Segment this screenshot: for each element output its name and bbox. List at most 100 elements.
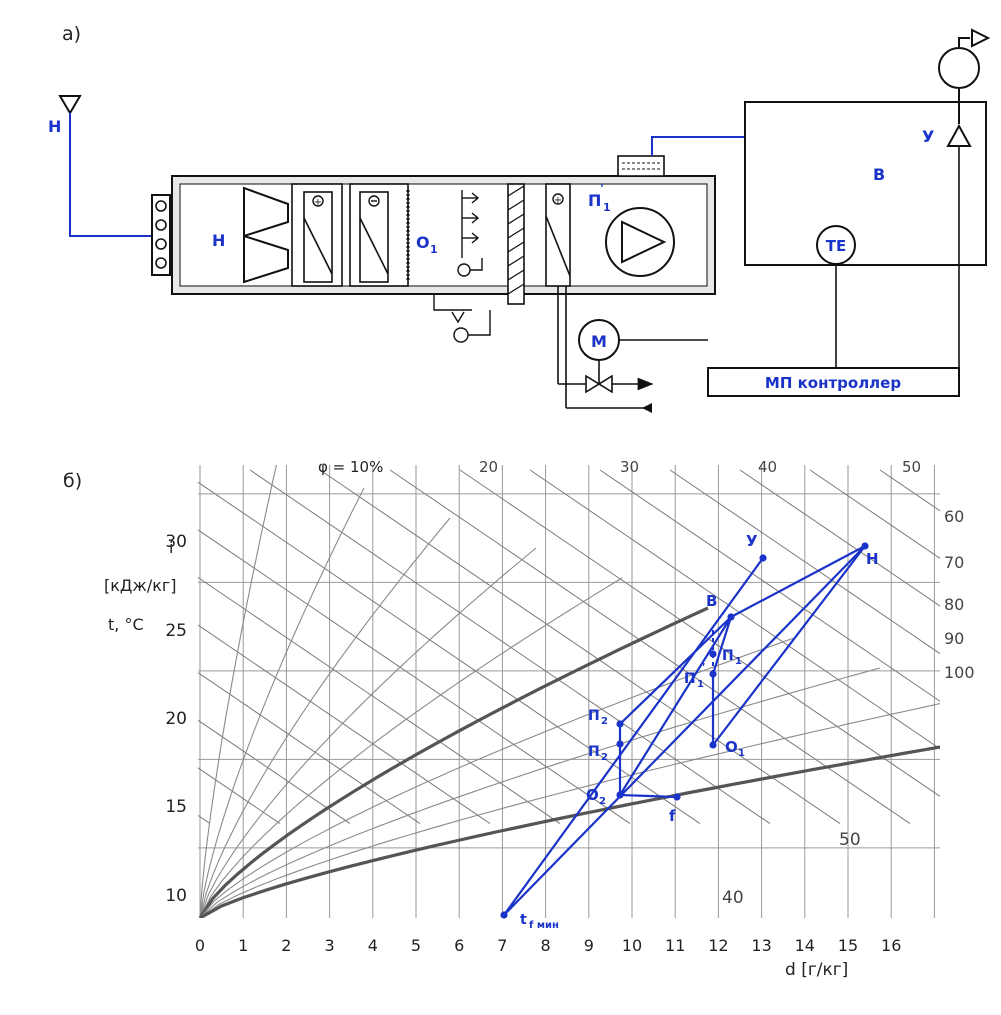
x-tick: 0	[195, 936, 205, 955]
outdoor-sensor-label: Н	[48, 117, 61, 136]
process-line-b-h	[730, 545, 866, 618]
enthalpy-line	[529, 469, 940, 750]
controller-label: МП контроллер	[765, 374, 901, 392]
enthalpy-line	[198, 814, 211, 825]
label-p1: П	[722, 648, 734, 664]
y-unit-i: i	[169, 538, 173, 557]
y-tick: 20	[165, 709, 187, 729]
svg-text:+: +	[554, 195, 562, 206]
terminal-icon	[155, 219, 167, 231]
svg-text:ʹ: ʹ	[600, 183, 604, 199]
svg-text:2: 2	[601, 716, 608, 727]
supply-arrow-icon	[642, 403, 652, 413]
preheater-icon	[303, 191, 333, 283]
x-tick: 9	[584, 936, 594, 955]
point-p2-prime	[616, 740, 624, 748]
svg-text:2: 2	[599, 796, 606, 807]
reheater-label: П	[588, 191, 601, 210]
label-o2: О	[586, 786, 599, 804]
i-tick-top: 50	[902, 458, 921, 476]
extract-sensor-label: У	[922, 127, 934, 146]
scheme-label: а)	[62, 23, 81, 45]
filter-label: Н	[212, 231, 225, 250]
actuator-label: М	[591, 332, 607, 351]
x-axis-unit: d [г/кг]	[785, 960, 848, 980]
point-tf-min	[500, 911, 508, 919]
enthalpy-line	[669, 469, 940, 655]
rh-tick: 90	[944, 629, 964, 648]
svg-text:f мин: f мин	[529, 920, 559, 931]
outdoor-sensor-icon	[58, 95, 82, 115]
outdoor-temperature-sensor: Н	[48, 95, 152, 237]
svg-text:1: 1	[738, 748, 745, 759]
rh-curve	[199, 637, 795, 918]
enthalpy-line	[0, 470, 140, 824]
y-unit-t: t, °C	[108, 615, 144, 634]
x-tick: 1	[238, 936, 248, 955]
rh-curve	[199, 465, 278, 918]
phi-label: φ = 10%	[318, 458, 383, 476]
terminal-icon	[155, 200, 167, 212]
i-tick-inner: 50	[839, 830, 861, 850]
controller: МП контроллер	[707, 146, 960, 397]
rh-curve	[199, 517, 451, 918]
enthalpy-line	[319, 469, 841, 825]
room-label: В	[873, 165, 885, 184]
enthalpy-line	[809, 469, 940, 560]
separator-icon	[507, 183, 525, 305]
enthalpy-line	[459, 469, 940, 798]
process-line-o2-f	[619, 793, 678, 799]
outdoor-sensor-wire	[69, 126, 152, 237]
process-line-tf-u	[503, 557, 764, 916]
enthalpy-line	[739, 469, 940, 607]
x-tick: 8	[541, 936, 551, 955]
label-p2-prime: П	[588, 744, 600, 760]
enthalpy-line	[198, 624, 491, 825]
enthalpy-line	[879, 469, 940, 512]
room-box	[744, 101, 987, 266]
x-tick: 12	[708, 936, 728, 955]
rh-curve	[199, 703, 940, 918]
x-tick: 2	[281, 936, 291, 955]
enthalpy-line	[198, 672, 421, 825]
terminal-icon	[155, 257, 167, 269]
x-tick: 4	[368, 936, 378, 955]
point-p1	[709, 650, 717, 658]
rh-tick: 80	[944, 595, 964, 614]
humidifier-drain	[433, 294, 491, 343]
terminal-block	[151, 194, 171, 276]
x-tick: 5	[411, 936, 421, 955]
y-tick: 25	[165, 621, 187, 641]
supply-duct	[617, 155, 665, 177]
hvac-scheme: а) Н Н +	[48, 23, 991, 413]
enthalpy-line	[249, 469, 771, 825]
y-tick: 15	[165, 797, 187, 817]
svg-text:1: 1	[735, 656, 742, 667]
extract-fan-icon	[938, 47, 980, 89]
point-b	[727, 613, 735, 621]
rh-curve	[199, 487, 365, 918]
x-tick: 6	[454, 936, 464, 955]
i-tick-inner: 40	[722, 888, 744, 908]
air-handling-unit: Н + О 1	[171, 175, 716, 305]
process-line-p1-b	[711, 616, 733, 675]
i-tick-top: 30	[620, 458, 639, 476]
label-h: Н	[866, 550, 879, 568]
filter-icon	[243, 186, 289, 238]
rh-curve	[198, 606, 709, 918]
enthalpy-line	[198, 719, 351, 825]
label-b: В	[706, 592, 717, 610]
svg-text:1: 1	[603, 201, 611, 214]
x-tick: 15	[838, 936, 858, 955]
point-f	[673, 793, 681, 801]
x-tick: 3	[325, 936, 335, 955]
rh-tick: 100	[944, 663, 975, 682]
rh-curve	[199, 745, 940, 918]
rh-tick: 60	[944, 507, 964, 526]
x-tick: 10	[622, 936, 642, 955]
process-line-o1-h	[712, 545, 866, 746]
process-line-tf-h	[503, 545, 866, 916]
